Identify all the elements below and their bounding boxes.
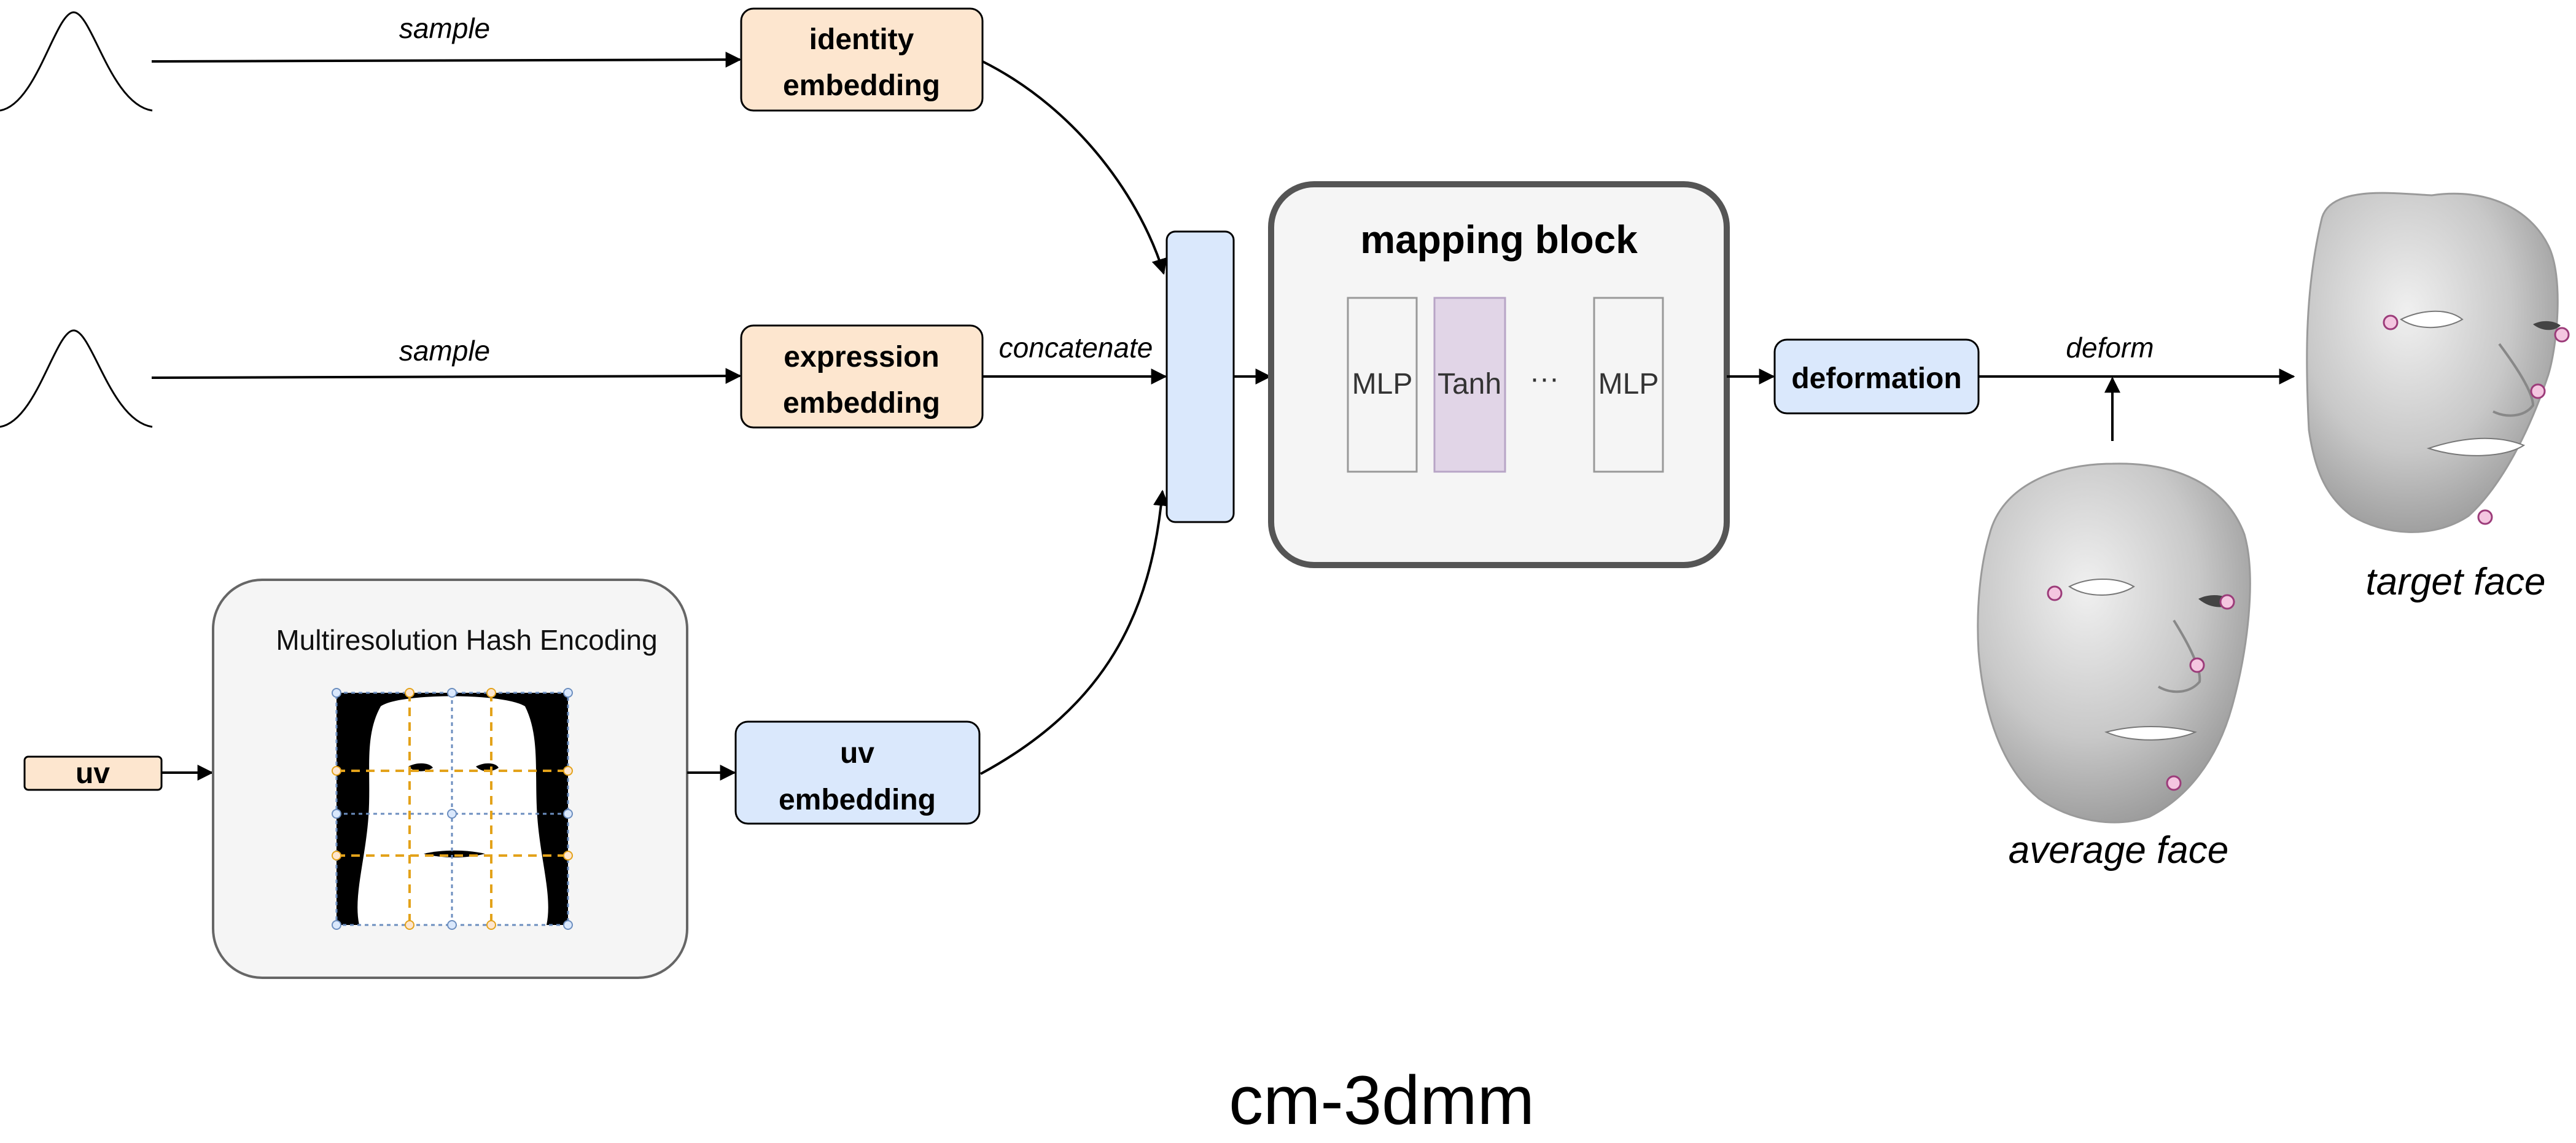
uv-embedding-label-line2: embedding <box>779 784 936 816</box>
target-face-render <box>2306 192 2570 533</box>
mlp-layer-1 <box>1347 297 1418 473</box>
uv-texture-grid <box>332 688 573 930</box>
average-face-label: average face <box>2009 829 2228 872</box>
expression-embedding-label-line2: embedding <box>783 387 940 419</box>
mlp-layer-1-label: MLP <box>1352 368 1413 400</box>
uv-embedding-box <box>734 720 981 825</box>
uv-embedding-label-line1: uv <box>840 737 874 770</box>
deformation-label: deformation <box>1791 362 1961 395</box>
concatenate-label: concatenate <box>999 332 1153 364</box>
tanh-layer <box>1433 297 1506 473</box>
identity-embedding-label-line2: embedding <box>783 69 940 102</box>
sample-arrow-top <box>151 52 742 68</box>
identity-embedding-label-line1: identity <box>809 23 914 56</box>
average-face-render <box>1977 462 2251 824</box>
identity-embedding-box <box>740 7 984 112</box>
target-face-label: target face <box>2366 561 2546 603</box>
gaussian-curve-top <box>0 11 153 112</box>
identity-to-concat-arrow <box>982 60 1167 275</box>
sample-arrow-middle <box>151 368 742 384</box>
uv-embedding-to-concat-arrow <box>980 490 1169 775</box>
sample-label-middle: sample <box>399 335 490 367</box>
expression-embedding-label-line1: expression <box>784 341 939 373</box>
figure-caption: cm-3dmm <box>1229 1062 1535 1139</box>
mlp-layer-2-label: MLP <box>1598 368 1659 400</box>
deform-label: deform <box>2066 332 2154 364</box>
layer-ellipsis: ··· <box>1530 362 1559 395</box>
tanh-layer-label: Tanh <box>1438 368 1501 400</box>
uv-input-label: uv <box>76 757 110 790</box>
sample-label-top: sample <box>399 12 490 44</box>
gaussian-curve-middle <box>0 329 153 428</box>
hash-encoding-title: Multiresolution Hash Encoding <box>276 624 657 656</box>
concatenation-block <box>1165 230 1235 523</box>
mapping-block-title: mapping block <box>1360 217 1638 262</box>
mlp-layer-2 <box>1593 297 1664 473</box>
